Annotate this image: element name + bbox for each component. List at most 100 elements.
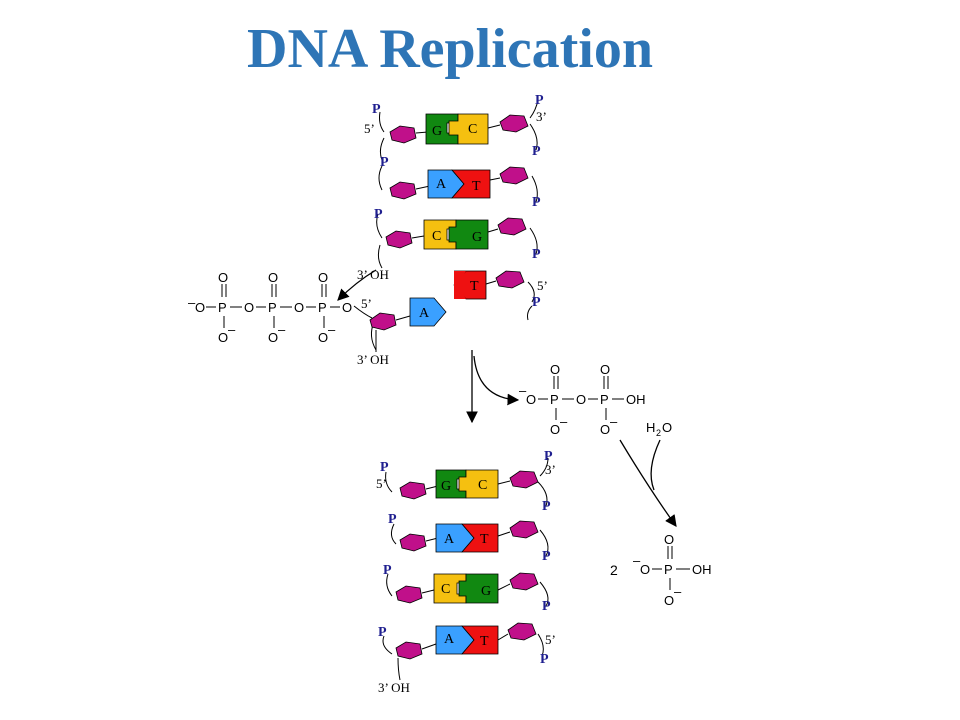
oxygen-atom: O xyxy=(318,330,328,345)
sugar-pentagon xyxy=(369,312,397,331)
base-letter: T xyxy=(480,634,489,649)
base-letter: G xyxy=(472,230,482,245)
sugar-pentagon xyxy=(385,230,413,249)
base-c xyxy=(458,469,499,499)
oxygen-atom: O xyxy=(195,300,205,315)
bottom-left-backbone: P P P P 5’ 3’ OH xyxy=(376,460,439,695)
base-pair-at: A T xyxy=(435,625,499,655)
base-letter: G xyxy=(441,479,451,494)
phosphorus-atom: P xyxy=(218,300,227,315)
phosphate-label: P xyxy=(374,207,383,222)
phosphate-label: P xyxy=(388,512,397,527)
hydroxyl-group: OH xyxy=(626,392,646,407)
oxygen-atom: O xyxy=(640,562,650,577)
sugar-pentagon xyxy=(509,470,539,489)
base-t xyxy=(461,523,499,553)
three-prime-oh-label: 3’ OH xyxy=(357,352,389,367)
sugar-pentagon xyxy=(497,217,527,236)
phosphate-product: 2 – O P O O – OH xyxy=(610,532,712,608)
oxygen-atom: O xyxy=(218,330,228,345)
phosphate-label: P xyxy=(532,195,541,210)
sugar-pentagon xyxy=(499,166,529,185)
base-letter: G xyxy=(432,124,442,139)
phosphate-label: P xyxy=(532,144,541,159)
minus-charge: – xyxy=(560,414,568,429)
base-letter: C xyxy=(478,478,487,493)
base-a xyxy=(409,297,447,327)
bottom-dna-strand: P P P P 5’ 3’ OH P P P P P 3’ xyxy=(376,449,556,695)
oxygen-atom: O xyxy=(600,362,610,377)
three-prime-oh-label: 3’ OH xyxy=(378,680,410,695)
oxygen-atom: O xyxy=(550,422,560,437)
minus-charge: – xyxy=(228,322,236,337)
oxygen-atom: O xyxy=(342,300,352,315)
sugar-pentagon xyxy=(507,622,537,641)
water-join-line xyxy=(650,439,661,491)
three-prime-oh-label: 3’ OH xyxy=(357,267,389,282)
oxygen-atom: O xyxy=(244,300,254,315)
phosphorus-atom: P xyxy=(268,300,277,315)
top-dna-strand: P P P 5’ 3’ OH P P P P P 3’ 5’ xyxy=(357,93,548,367)
sugar-pentagon xyxy=(495,270,525,289)
base-pair-at: A T xyxy=(435,523,499,553)
base-pair-gc: G C xyxy=(425,113,489,145)
oxygen-atom: O xyxy=(600,422,610,437)
sugar-pentagon xyxy=(399,533,427,552)
base-t xyxy=(461,625,499,655)
phosphate-label: P xyxy=(540,652,549,667)
oxygen-atom: O xyxy=(268,330,278,345)
oxygen-atom: O xyxy=(526,392,536,407)
base-c xyxy=(448,113,489,145)
base-g xyxy=(458,573,499,604)
five-prime-label: 5’ xyxy=(361,296,372,311)
base-t xyxy=(451,169,491,199)
oxygen-atom: O xyxy=(318,270,328,285)
base-letter: A xyxy=(419,306,430,321)
phosphorus-atom: P xyxy=(550,392,559,407)
phosphate-label: P xyxy=(383,563,392,578)
five-prime-label: 5’ xyxy=(537,278,548,293)
hydroxyl-group: OH xyxy=(692,562,712,577)
minus-charge: – xyxy=(328,322,336,337)
phosphorus-atom: P xyxy=(664,562,673,577)
sugar-pentagon xyxy=(399,481,427,500)
base-pair-at: A T xyxy=(427,169,491,199)
phosphate-label: P xyxy=(372,102,381,117)
page-title: DNA Replication xyxy=(247,18,653,80)
sugar-pentagon xyxy=(509,520,539,539)
sugar-pentagon xyxy=(509,572,539,591)
top-right-backbone: P P P P P 3’ 5’ xyxy=(485,93,548,321)
five-prime-label: 5’ xyxy=(376,476,387,491)
sugar-pentagon xyxy=(395,641,423,660)
phosphorus-atom: P xyxy=(318,300,327,315)
sugar-pentagon xyxy=(389,181,417,200)
base-letter: C xyxy=(468,122,477,137)
base-pair-cg: C G xyxy=(433,573,499,604)
bottom-right-backbone: P P P P P 3’ 5’ xyxy=(497,449,556,667)
attack-arrow xyxy=(337,269,377,301)
base-letter: T xyxy=(470,279,479,294)
base-pair-gc: G C xyxy=(435,469,499,499)
water-o: O xyxy=(662,420,672,435)
coefficient: 2 xyxy=(610,562,618,578)
phosphate-label: P xyxy=(378,625,387,640)
pyrophosphate-release-arrow xyxy=(473,355,520,406)
sugar-pentagon xyxy=(499,114,529,133)
phosphate-label: P xyxy=(532,295,541,310)
template-base-t: T xyxy=(453,270,487,300)
water-h: H xyxy=(646,420,655,435)
oxygen-atom: O xyxy=(268,270,278,285)
phosphate-label: P xyxy=(380,155,389,170)
base-letter: A xyxy=(444,532,455,547)
phosphate-label: P xyxy=(542,499,551,514)
three-prime-label: 3’ xyxy=(545,462,556,477)
minus-charge: – xyxy=(188,295,196,310)
base-letter: T xyxy=(472,179,481,194)
minus-charge: – xyxy=(674,584,682,599)
sugar-pentagon xyxy=(389,125,417,144)
five-prime-label: 5’ xyxy=(545,632,556,647)
base-letter: G xyxy=(481,584,491,599)
base-letter: C xyxy=(432,229,441,244)
phosphate-label: P xyxy=(542,549,551,564)
phosphate-label: P xyxy=(380,460,389,475)
